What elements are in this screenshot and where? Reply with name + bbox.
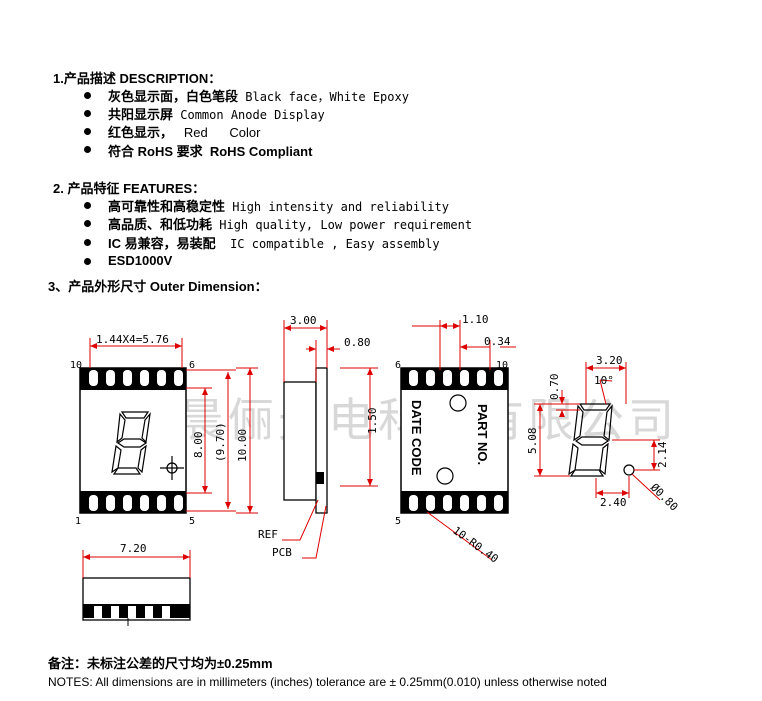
bullet-dot xyxy=(84,110,91,117)
dim-pitch: 1.44X4=5.76 xyxy=(96,333,169,346)
list-item: 符合 RoHS 要求 RoHS Compliant xyxy=(108,141,312,161)
digit-detail-view xyxy=(534,362,661,501)
dim-dia: Ø0.80 xyxy=(648,481,681,514)
note-cn: 备注：未标注公差的尺寸均为±0.25mm xyxy=(48,656,273,671)
item-en: Black face，White Epoxy xyxy=(238,90,409,104)
date-code-label: DATE CODE xyxy=(409,400,424,476)
pin-6-label: 6 xyxy=(189,360,195,371)
list-item: 高可靠性和高稳定性 High intensity and reliability xyxy=(108,196,449,216)
item-en: High intensity and reliability xyxy=(225,200,449,214)
dim-3-00: 3.00 xyxy=(290,314,317,327)
dim-7-20: 7.20 xyxy=(120,542,147,555)
list-item: 灰色显示面，白色笔段 Black face，White Epoxy xyxy=(108,86,409,106)
dim-0-80: 0.80 xyxy=(344,336,371,349)
item-cn: 符合 RoHS 要求 xyxy=(108,144,203,159)
ref-label: REF xyxy=(258,528,278,541)
list-item: 共阳显示屏 Common Anode Display xyxy=(108,104,325,124)
item-en: Common Anode Display xyxy=(173,108,325,122)
dim-1-50: 1.50 xyxy=(366,408,379,435)
back-pin-10-label: 10 xyxy=(496,360,508,371)
description-heading: 1.产品描述 DESCRIPTION： xyxy=(53,71,222,86)
bullet-dot xyxy=(84,258,91,265)
dim-3-20: 3.20 xyxy=(596,354,623,367)
dim-9-70: (9.70) xyxy=(214,422,227,462)
item-cn: 共阳显示屏 xyxy=(108,107,174,122)
pin-10-label: 10 xyxy=(70,360,82,371)
dim-10-00: 10.00 xyxy=(236,429,249,462)
radius-label: 10-R0.40 xyxy=(450,524,501,566)
dim-2-40: 2.40 xyxy=(600,496,627,509)
dim-0-70: 0.70 xyxy=(548,374,561,401)
list-item: IC 易兼容，易装配 IC compatible , Easy assembly xyxy=(108,233,440,253)
dim-2-14: 2.14 xyxy=(656,441,669,468)
dim-0-34: 0.34 xyxy=(484,335,511,348)
pin-1-label: 1 xyxy=(75,516,81,527)
item-cn: 高可靠性和高稳定性 xyxy=(108,199,226,214)
item-cn: ESD1000V xyxy=(108,253,173,268)
list-item: 高品质、和低功耗 High quality, Low power require… xyxy=(108,214,472,234)
item-en: IC compatible , Easy assembly xyxy=(215,237,440,251)
dimension-heading: 3、产品外形尺寸 Outer Dimension： xyxy=(48,279,268,294)
item-en: Red Color xyxy=(173,125,261,140)
part-no-label: PART NO. xyxy=(475,404,490,465)
item-cn: IC 易兼容，易装配 xyxy=(108,236,216,251)
front-view xyxy=(79,338,258,514)
bullet-dot xyxy=(84,92,91,99)
back-view xyxy=(400,320,516,561)
side-view xyxy=(282,320,378,559)
item-cn: 灰色显示面，白色笔段 xyxy=(108,89,239,104)
item-en: RoHS Compliant xyxy=(202,144,313,159)
bullet-dot xyxy=(84,202,91,209)
list-item: ESD1000V xyxy=(108,252,172,270)
bullet-dot xyxy=(84,239,91,246)
item-cn: 红色显示， xyxy=(108,125,174,140)
bullet-dot xyxy=(84,146,91,153)
back-pin-5-label: 5 xyxy=(395,516,401,527)
item-cn: 高品质、和低功耗 xyxy=(108,217,213,232)
angle-label: 10° xyxy=(594,374,614,387)
pin-5-label: 5 xyxy=(189,516,195,527)
pcb-label: PCB xyxy=(272,546,292,559)
features-heading: 2. 产品特征 FEATURES： xyxy=(53,181,206,196)
bullet-dot xyxy=(84,220,91,227)
dim-1-10: 1.10 xyxy=(462,313,489,326)
note-en: NOTES: All dimensions are in millimeters… xyxy=(48,675,607,689)
dim-5-08: 5.08 xyxy=(526,428,539,455)
item-en: High quality, Low power requirement xyxy=(212,218,473,232)
dim-8-00: 8.00 xyxy=(192,432,205,459)
list-item: 红色显示， Red Color xyxy=(108,122,260,142)
bullet-dot xyxy=(84,128,91,135)
bottom-view xyxy=(82,550,191,626)
back-pin-6-label: 6 xyxy=(395,360,401,371)
